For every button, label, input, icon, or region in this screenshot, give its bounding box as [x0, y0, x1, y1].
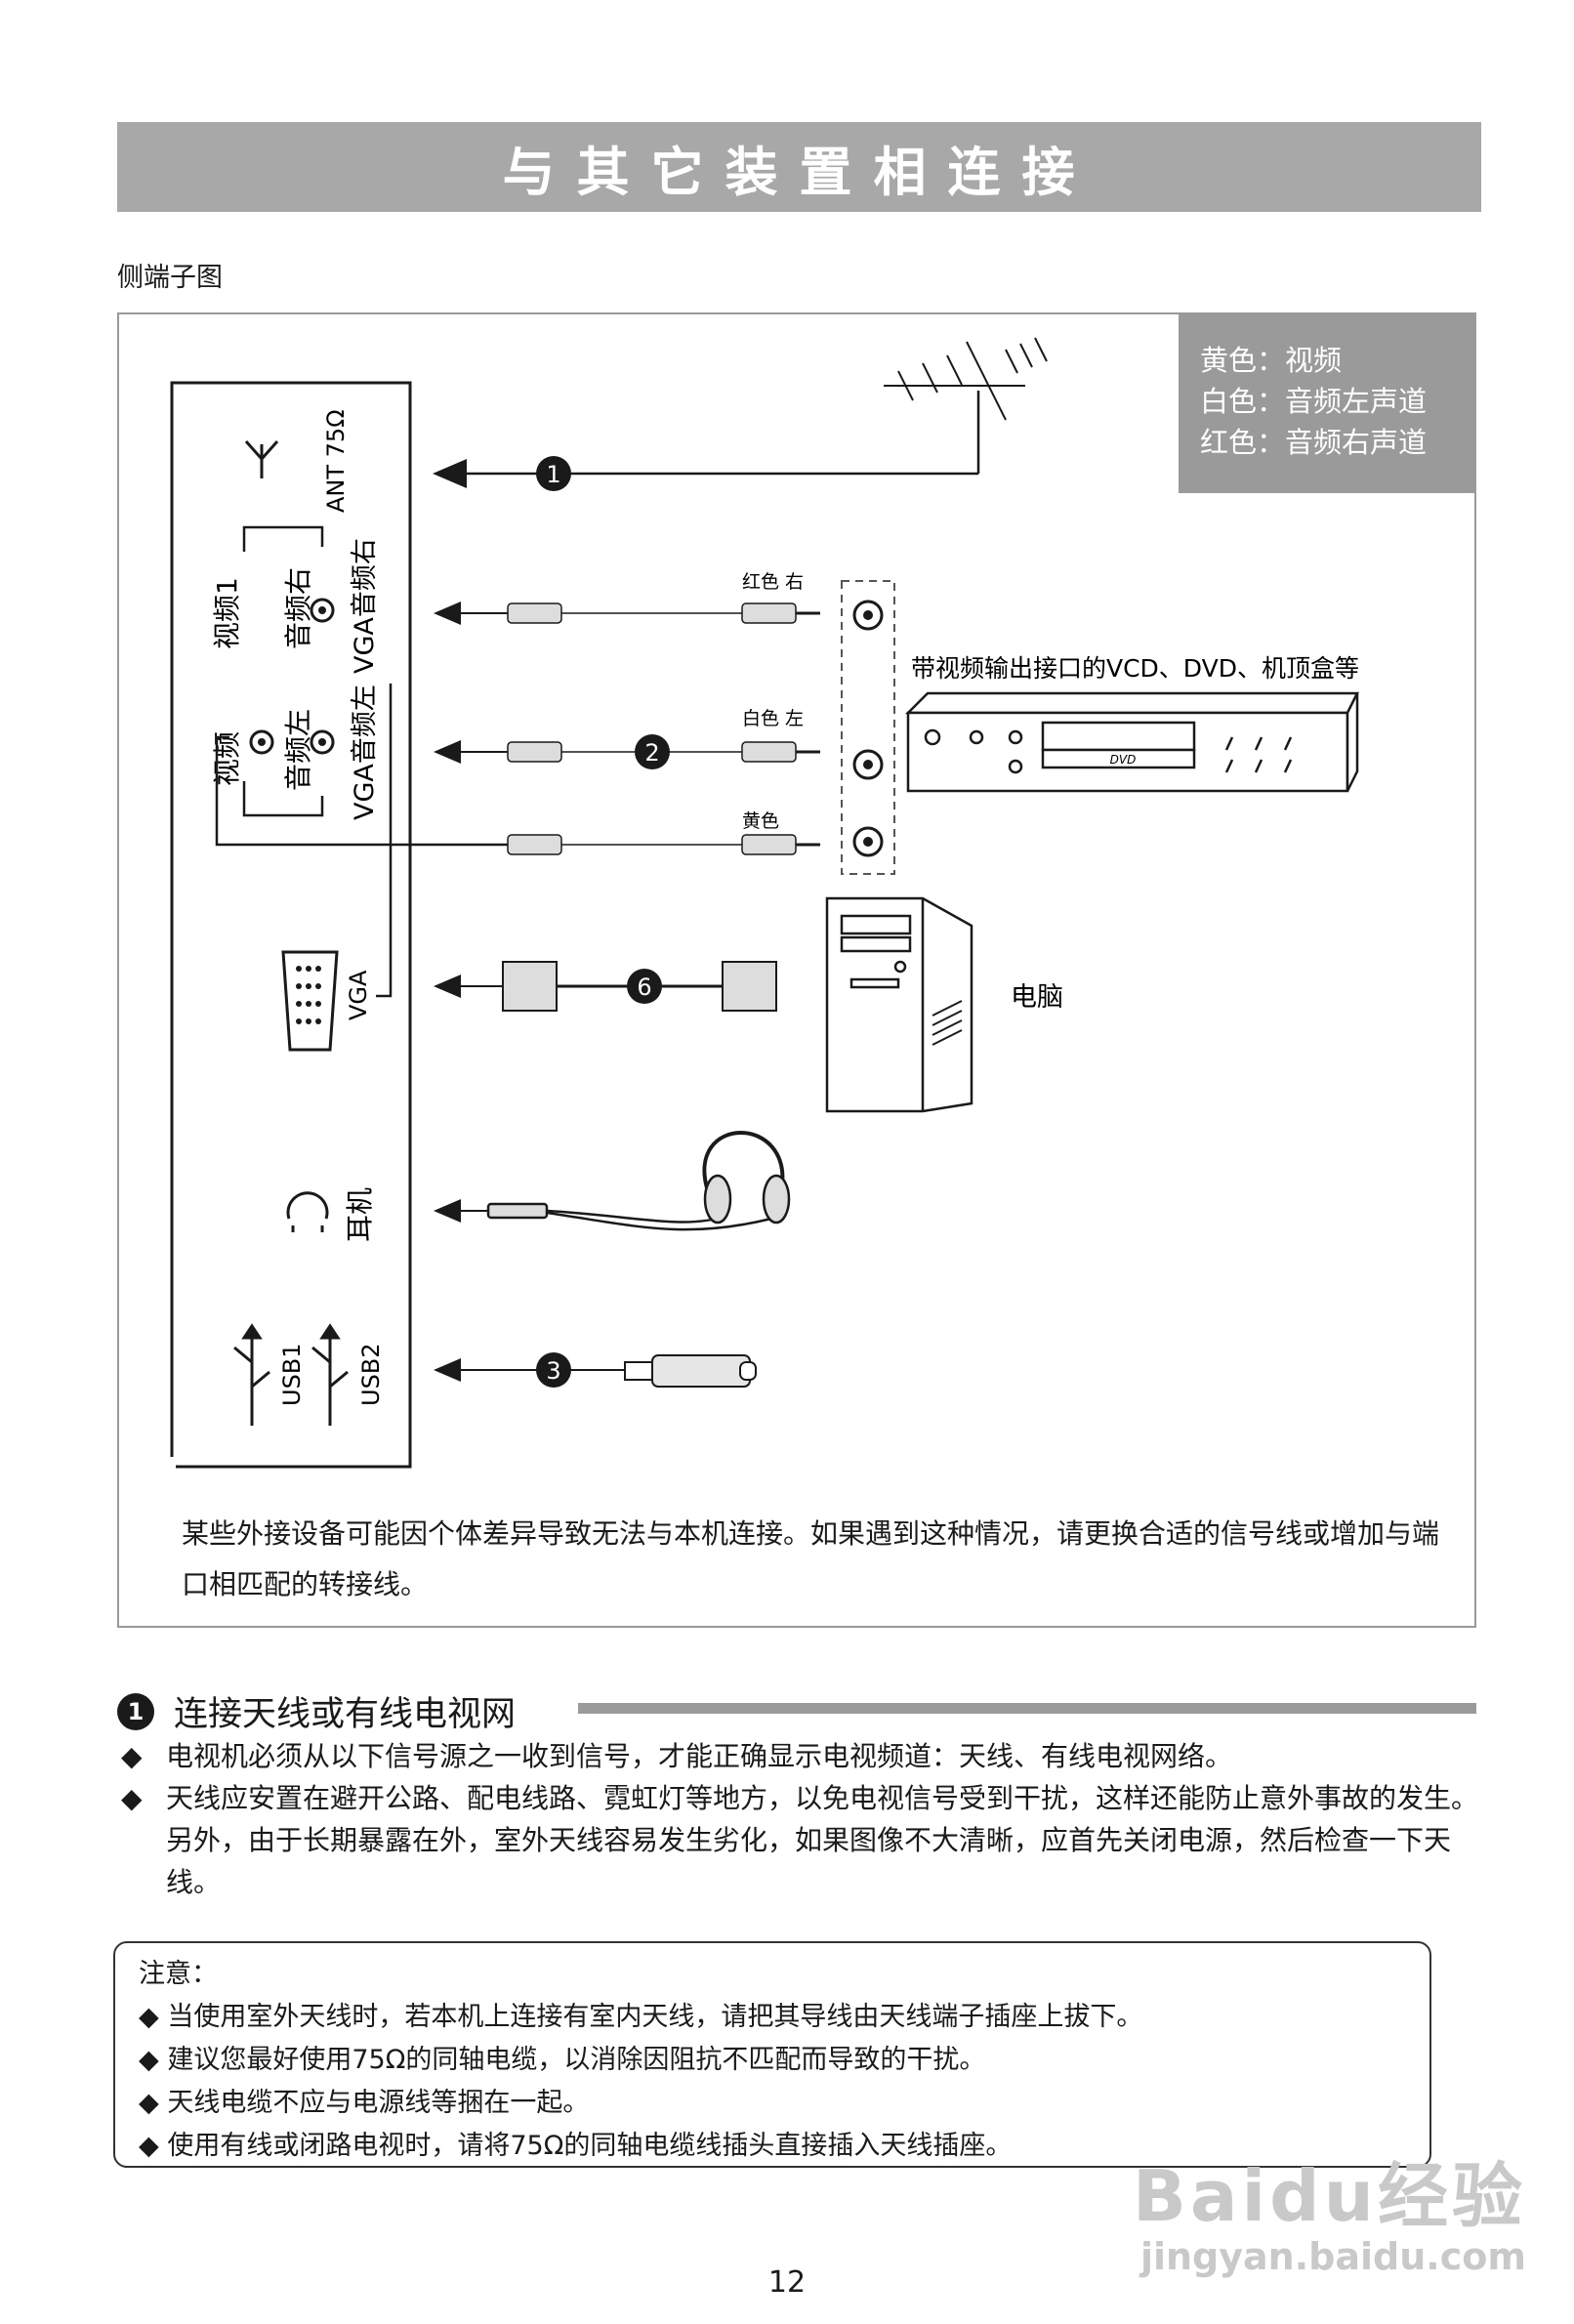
- section-bullets: ◆ 电视机必须从以下信号源之一收到信号，才能正确显示电视频道：天线、有线电视网络…: [121, 1735, 1478, 1903]
- notice-item: ◆ 天线电缆不应与电源线等捆在一起。: [139, 2088, 590, 2118]
- marker-1-label: 1: [546, 461, 560, 488]
- page-number: 12: [767, 2265, 807, 2300]
- headphones-icon: [434, 1131, 791, 1231]
- section-title: 连接天线或有线电视网: [174, 1695, 517, 1734]
- dvd-logo: DVD: [1110, 753, 1137, 767]
- legend-red: 红色：音频右声道: [1200, 426, 1428, 459]
- notice-title: 注意：: [139, 1959, 218, 1989]
- usb2-label: USB2: [357, 1343, 385, 1406]
- diamond-bullet-icon: ◆: [121, 1782, 143, 1814]
- connection-diagram: ANT 75Ω 视频1 音频右 VGA音频右 视频 音频左 VGA音频左 VGA…: [170, 337, 1360, 1469]
- rca-cable-white: [434, 740, 820, 764]
- rooftop-antenna-icon: [884, 337, 1048, 421]
- tv-side-panel: [170, 381, 412, 1469]
- audio-r-label: 音频右: [282, 567, 314, 649]
- diamond-bullet-icon: ◆: [139, 2045, 159, 2075]
- color-legend: 黄色：视频 白色：音频左声道 红色：音频右声道: [1179, 314, 1476, 493]
- vga-port-icon: [281, 950, 339, 1052]
- cable-label-white: 白色 左: [742, 708, 804, 729]
- watermark-logo: Baidu经验: [1133, 2155, 1526, 2237]
- notice-item: ◆ 当使用室外天线时，若本机上连接有室内天线，请把其导线由天线端子插座上拔下。: [139, 2002, 1143, 2032]
- vga-audio-l-label: VGA音频左: [350, 685, 380, 820]
- player-label: 带视频输出接口的VCD、DVD、机顶盒等: [911, 654, 1359, 683]
- audio-l-label: 音频左: [282, 709, 314, 791]
- legend-yellow: 黄色：视频: [1200, 344, 1343, 377]
- page-title: 与其它装置相连接: [117, 122, 1481, 212]
- video1-label: 视频1: [211, 577, 243, 649]
- bullet-item: ◆ 电视机必须从以下信号源之一收到信号，才能正确显示电视频道：天线、有线电视网络…: [121, 1735, 1478, 1777]
- connection-diagram-frame: [117, 312, 1476, 1628]
- vga-label: VGA: [345, 970, 372, 1020]
- diamond-bullet-icon: ◆: [139, 2088, 159, 2118]
- marker-6: [627, 969, 662, 1004]
- diamond-bullet-icon: ◆: [121, 1740, 143, 1772]
- diamond-bullet-icon: ◆: [139, 2002, 159, 2032]
- notice-box: 注意： ◆ 当使用室外天线时，若本机上连接有室内天线，请把其导线由天线端子插座上…: [113, 1941, 1431, 2168]
- earphone-jack-icon: [286, 1191, 329, 1232]
- dvd-player-icon: [904, 691, 1360, 793]
- notice-item: ◆ 建议您最好使用75Ω的同轴电缆，以消除因阻抗不匹配而导致的干扰。: [139, 2045, 986, 2075]
- marker-2: [635, 734, 670, 769]
- marker-3: [536, 1352, 571, 1388]
- antenna-port-icon: [244, 440, 279, 478]
- usb-stick-icon: [624, 1354, 757, 1388]
- diagram-note: 某些外接设备可能因个体差异导致无法与本机连接。如果遇到这种情况，请更换合适的信号…: [182, 1517, 1440, 1600]
- marker-3-label: 3: [546, 1357, 560, 1385]
- section-rule: [578, 1703, 1476, 1714]
- usb1-label: USB1: [278, 1343, 306, 1406]
- computer-tower-icon: [825, 896, 973, 1113]
- notice-item: ◆ 使用有线或闭路电视时，请将75Ω的同轴电缆线插头直接插入天线插座。: [139, 2131, 1013, 2161]
- ant-label: ANT 75Ω: [322, 409, 350, 513]
- marker-2-label: 2: [644, 739, 659, 767]
- usb2-icon: [311, 1323, 349, 1426]
- marker-1: [536, 456, 571, 491]
- diagram-caption: 侧端子图: [117, 263, 223, 293]
- vga-audio-r-label: VGA音频右: [350, 538, 380, 674]
- cable-label-red: 红色 右: [742, 571, 804, 593]
- rca-cable-red: [434, 602, 820, 625]
- computer-label: 电脑: [1011, 982, 1063, 1013]
- rca-cable-yellow: [488, 834, 820, 855]
- player-output-jacks: [841, 580, 895, 875]
- vga-cable: [434, 961, 777, 1012]
- watermark-url: jingyan.baidu.com: [1139, 2235, 1526, 2278]
- diamond-bullet-icon: ◆: [139, 2131, 159, 2161]
- earphone-label: 耳机: [344, 1187, 376, 1242]
- section-number-badge: 1: [117, 1692, 154, 1730]
- legend-white: 白色：音频左声道: [1200, 385, 1428, 418]
- watermark: Baidu经验 jingyan.baidu.com: [1133, 2158, 1526, 2279]
- usb1-icon: [233, 1323, 270, 1426]
- bullet-item: ◆ 天线应安置在避开公路、配电线路、霓虹灯等地方，以免电视信号受到干扰，这样还能…: [121, 1777, 1478, 1903]
- marker-6-label: 6: [637, 974, 651, 1001]
- cable-label-yellow: 黄色: [742, 810, 779, 832]
- section-heading: 1 连接天线或有线电视网: [117, 1686, 516, 1736]
